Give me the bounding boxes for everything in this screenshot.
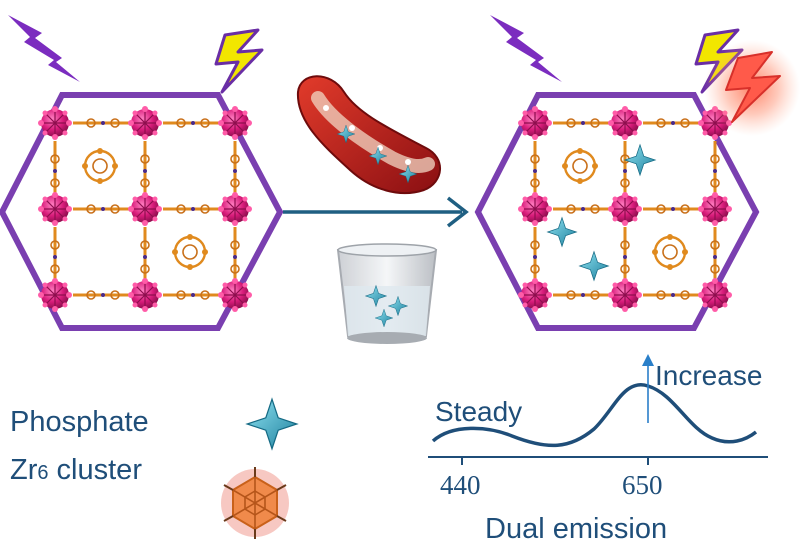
phosphate-star-icon [624,144,656,176]
zr6-cluster-legend-label: Zr6 cluster [10,454,142,487]
phosphate-legend-label: Phosphate [10,406,149,438]
phosphate-star-icon [579,251,609,281]
left-mof-hexagon [0,92,284,331]
zr-subscript: 6 [37,462,49,484]
zr-symbol: Zr [10,454,38,486]
right-mof-hexagon [474,92,760,331]
increase-label: Increase [655,360,763,391]
transition-arrow [283,196,469,228]
blood-vessel-icon [296,75,441,194]
emission-spectrum [428,354,768,465]
lightning-bolt-yellow-icon [214,28,264,94]
zr6-cluster-icon [221,467,289,539]
phosphate-star-icon [246,398,298,450]
spectrum-curve [431,383,758,448]
lightning-bolt-red-icon [704,40,800,136]
zr-cluster-text: cluster [48,454,142,486]
phosphate-star-icon [547,217,577,247]
lightning-bolt-purple-icon [8,15,80,82]
tick-label-650: 650 [622,470,663,500]
spectrum-axis-title: Dual emission [485,513,668,545]
steady-label: Steady [435,396,523,427]
lightning-bolt-purple-icon [490,15,562,82]
tick-label-440: 440 [440,470,481,500]
water-glass-icon [336,243,438,344]
